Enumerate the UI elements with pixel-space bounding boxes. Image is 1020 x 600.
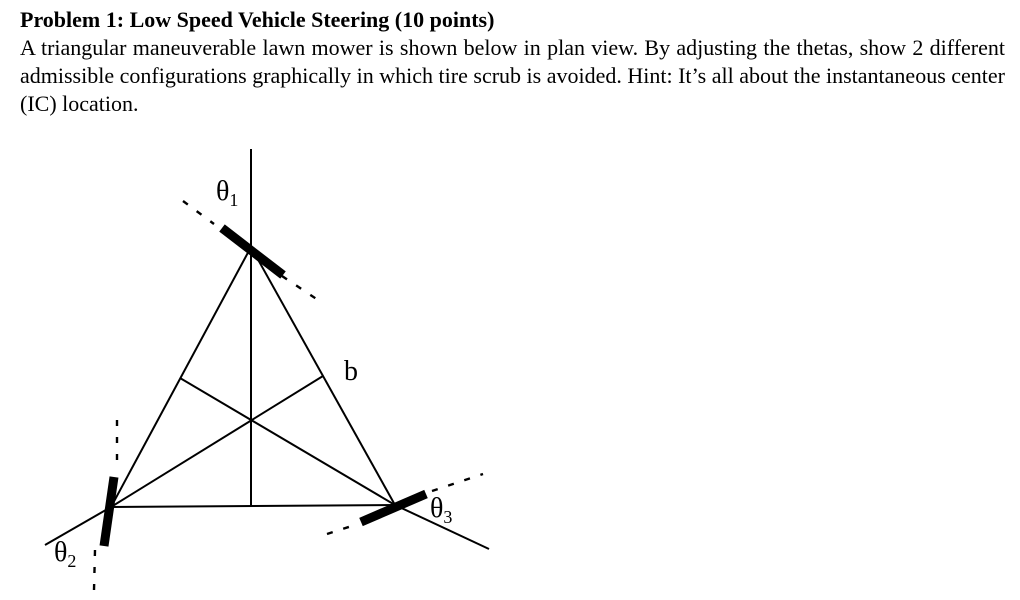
steer-axis-wheel-3 — [394, 504, 490, 550]
reference-dashes — [92, 200, 484, 591]
wheel-2 — [99, 476, 119, 547]
median-from-left — [110, 375, 324, 508]
problem-body: A triangular maneuverable lawn mower is … — [20, 35, 1005, 116]
problem-statement: Problem 1: Low Speed Vehicle Steering (1… — [20, 6, 1005, 118]
median-from-right — [179, 377, 396, 506]
problem-title: Problem 1: Low Speed Vehicle Steering (1… — [20, 7, 495, 32]
wheel-3 — [359, 489, 428, 527]
wheels — [99, 224, 428, 547]
theta-1-label: θ1 — [216, 176, 238, 210]
theta-3-label: θ3 — [430, 493, 452, 527]
triangle-side-bottom — [110, 504, 396, 508]
wheel-1 — [219, 224, 286, 279]
side-b-label: b — [344, 356, 358, 387]
triangle-side-left — [110, 246, 252, 508]
theta-2-label: θ2 — [54, 537, 76, 571]
dash-wheel-2-lower — [92, 549, 97, 591]
triangle-frame — [44, 149, 490, 550]
dash-wheel-1-upper — [182, 200, 215, 225]
dash-wheel-1-lower — [281, 275, 322, 303]
steer-axis-wheel-2 — [44, 506, 112, 546]
dash-wheel-3-left — [326, 522, 359, 536]
dash-wheel-3-right — [431, 472, 484, 493]
